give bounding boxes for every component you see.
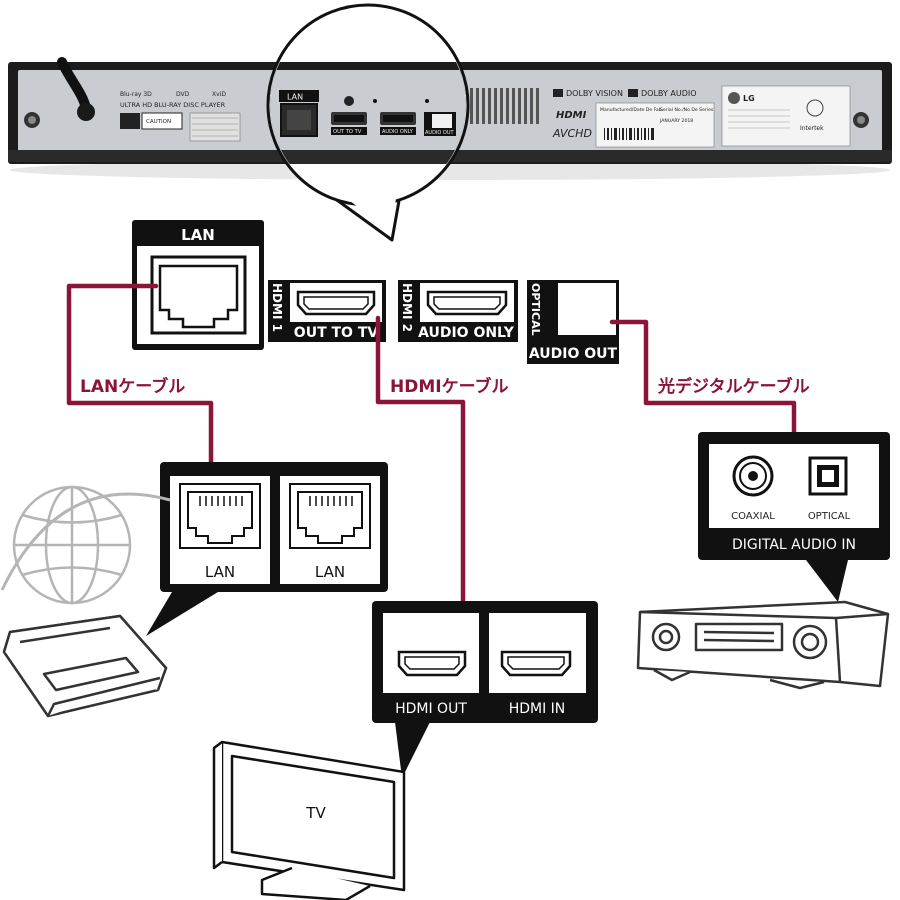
optical-cable — [609, 319, 797, 455]
lg-logo: LG — [743, 94, 755, 103]
intertek-logo: Intertek — [800, 125, 824, 132]
hdmi-cable — [375, 315, 466, 629]
date-text: JANUARY 2018 — [659, 118, 693, 124]
player-lan-port: LAN — [132, 220, 264, 350]
mag-lan-label: LAN — [287, 93, 303, 102]
router-lan-panel: LAN LAN — [146, 462, 388, 636]
player-optical-port: OPTICAL AUDIO OUT — [527, 280, 619, 364]
avchd-logo: AVCHD — [552, 127, 592, 140]
hdmi-logo: HDMI — [556, 110, 587, 121]
hdmi-cable-label: HDMIケーブル — [390, 376, 509, 397]
mag-audio-only: AUDIO ONLY — [382, 129, 414, 135]
lan-cable-label: LANケーブル — [80, 376, 185, 397]
hdmi2-label: HDMI 2 — [400, 283, 414, 332]
barcode — [604, 128, 654, 140]
router-icon — [2, 614, 168, 718]
receiver-audio-panel: COAXIAL OPTICAL DIGITAL AUDIO IN — [698, 432, 890, 602]
mag-out-to-tv: OUT TO TV — [333, 129, 362, 135]
vent-grille — [470, 88, 539, 124]
model-text: ULTRA HD BLU-RAY DISC PLAYER — [120, 101, 226, 109]
hdmi-out-label: HDMI OUT — [395, 701, 467, 717]
bluray-logo: Blu-ray 3D — [120, 91, 152, 98]
hdmi1-label: HDMI 1 — [270, 283, 284, 332]
router-port2-label: LAN — [315, 563, 345, 581]
audio-only-label: AUDIO ONLY — [418, 325, 515, 341]
optical-label: OPTICAL — [529, 283, 542, 336]
caution-text: CAUTION — [146, 119, 171, 125]
screw-icon — [853, 112, 869, 128]
out-to-tv-label: OUT TO TV — [294, 325, 379, 341]
mag-audio-out: AUDIO OUT — [425, 130, 455, 136]
lan-port-label: LAN — [181, 226, 215, 244]
cables — [66, 283, 797, 629]
dvd-logo: DVD — [176, 91, 190, 98]
player-hdmi1-port: HDMI 1 OUT TO TV — [268, 280, 386, 342]
audio-out-label: AUDIO OUT — [529, 346, 618, 362]
optical-in-label: OPTICAL — [808, 511, 851, 522]
magnifier-callout: LAN OUT TO TV AUDIO ONLY AUDIO OUT — [266, 3, 470, 242]
optical-cable-label: 光デジタルケーブル — [657, 376, 810, 397]
tv-label: TV — [305, 804, 326, 822]
tv-icon — [212, 740, 406, 900]
serial-text: Serial No./No De Series — [660, 107, 714, 113]
dolby-vision-logo: DOLBY VISION — [566, 89, 623, 98]
player-hdmi2-port: HDMI 2 AUDIO ONLY — [398, 280, 518, 342]
digital-audio-in-label: DIGITAL AUDIO IN — [732, 537, 856, 553]
xvid-logo: XviD — [212, 91, 226, 98]
av-receiver-icon — [636, 600, 890, 690]
coaxial-label: COAXIAL — [731, 511, 775, 522]
router-port1-label: LAN — [205, 563, 235, 581]
dolby-audio-logo: DOLBY AUDIO — [641, 89, 697, 98]
manufactured-text: Manufactured/Date De Fab. — [600, 107, 663, 113]
hdmi-in-label: HDMI IN — [509, 701, 566, 717]
screw-icon — [24, 112, 40, 128]
globe-icon — [0, 485, 171, 605]
tv-hdmi-panel: HDMI OUT HDMI IN — [372, 601, 598, 778]
lan-cable — [66, 283, 214, 481]
